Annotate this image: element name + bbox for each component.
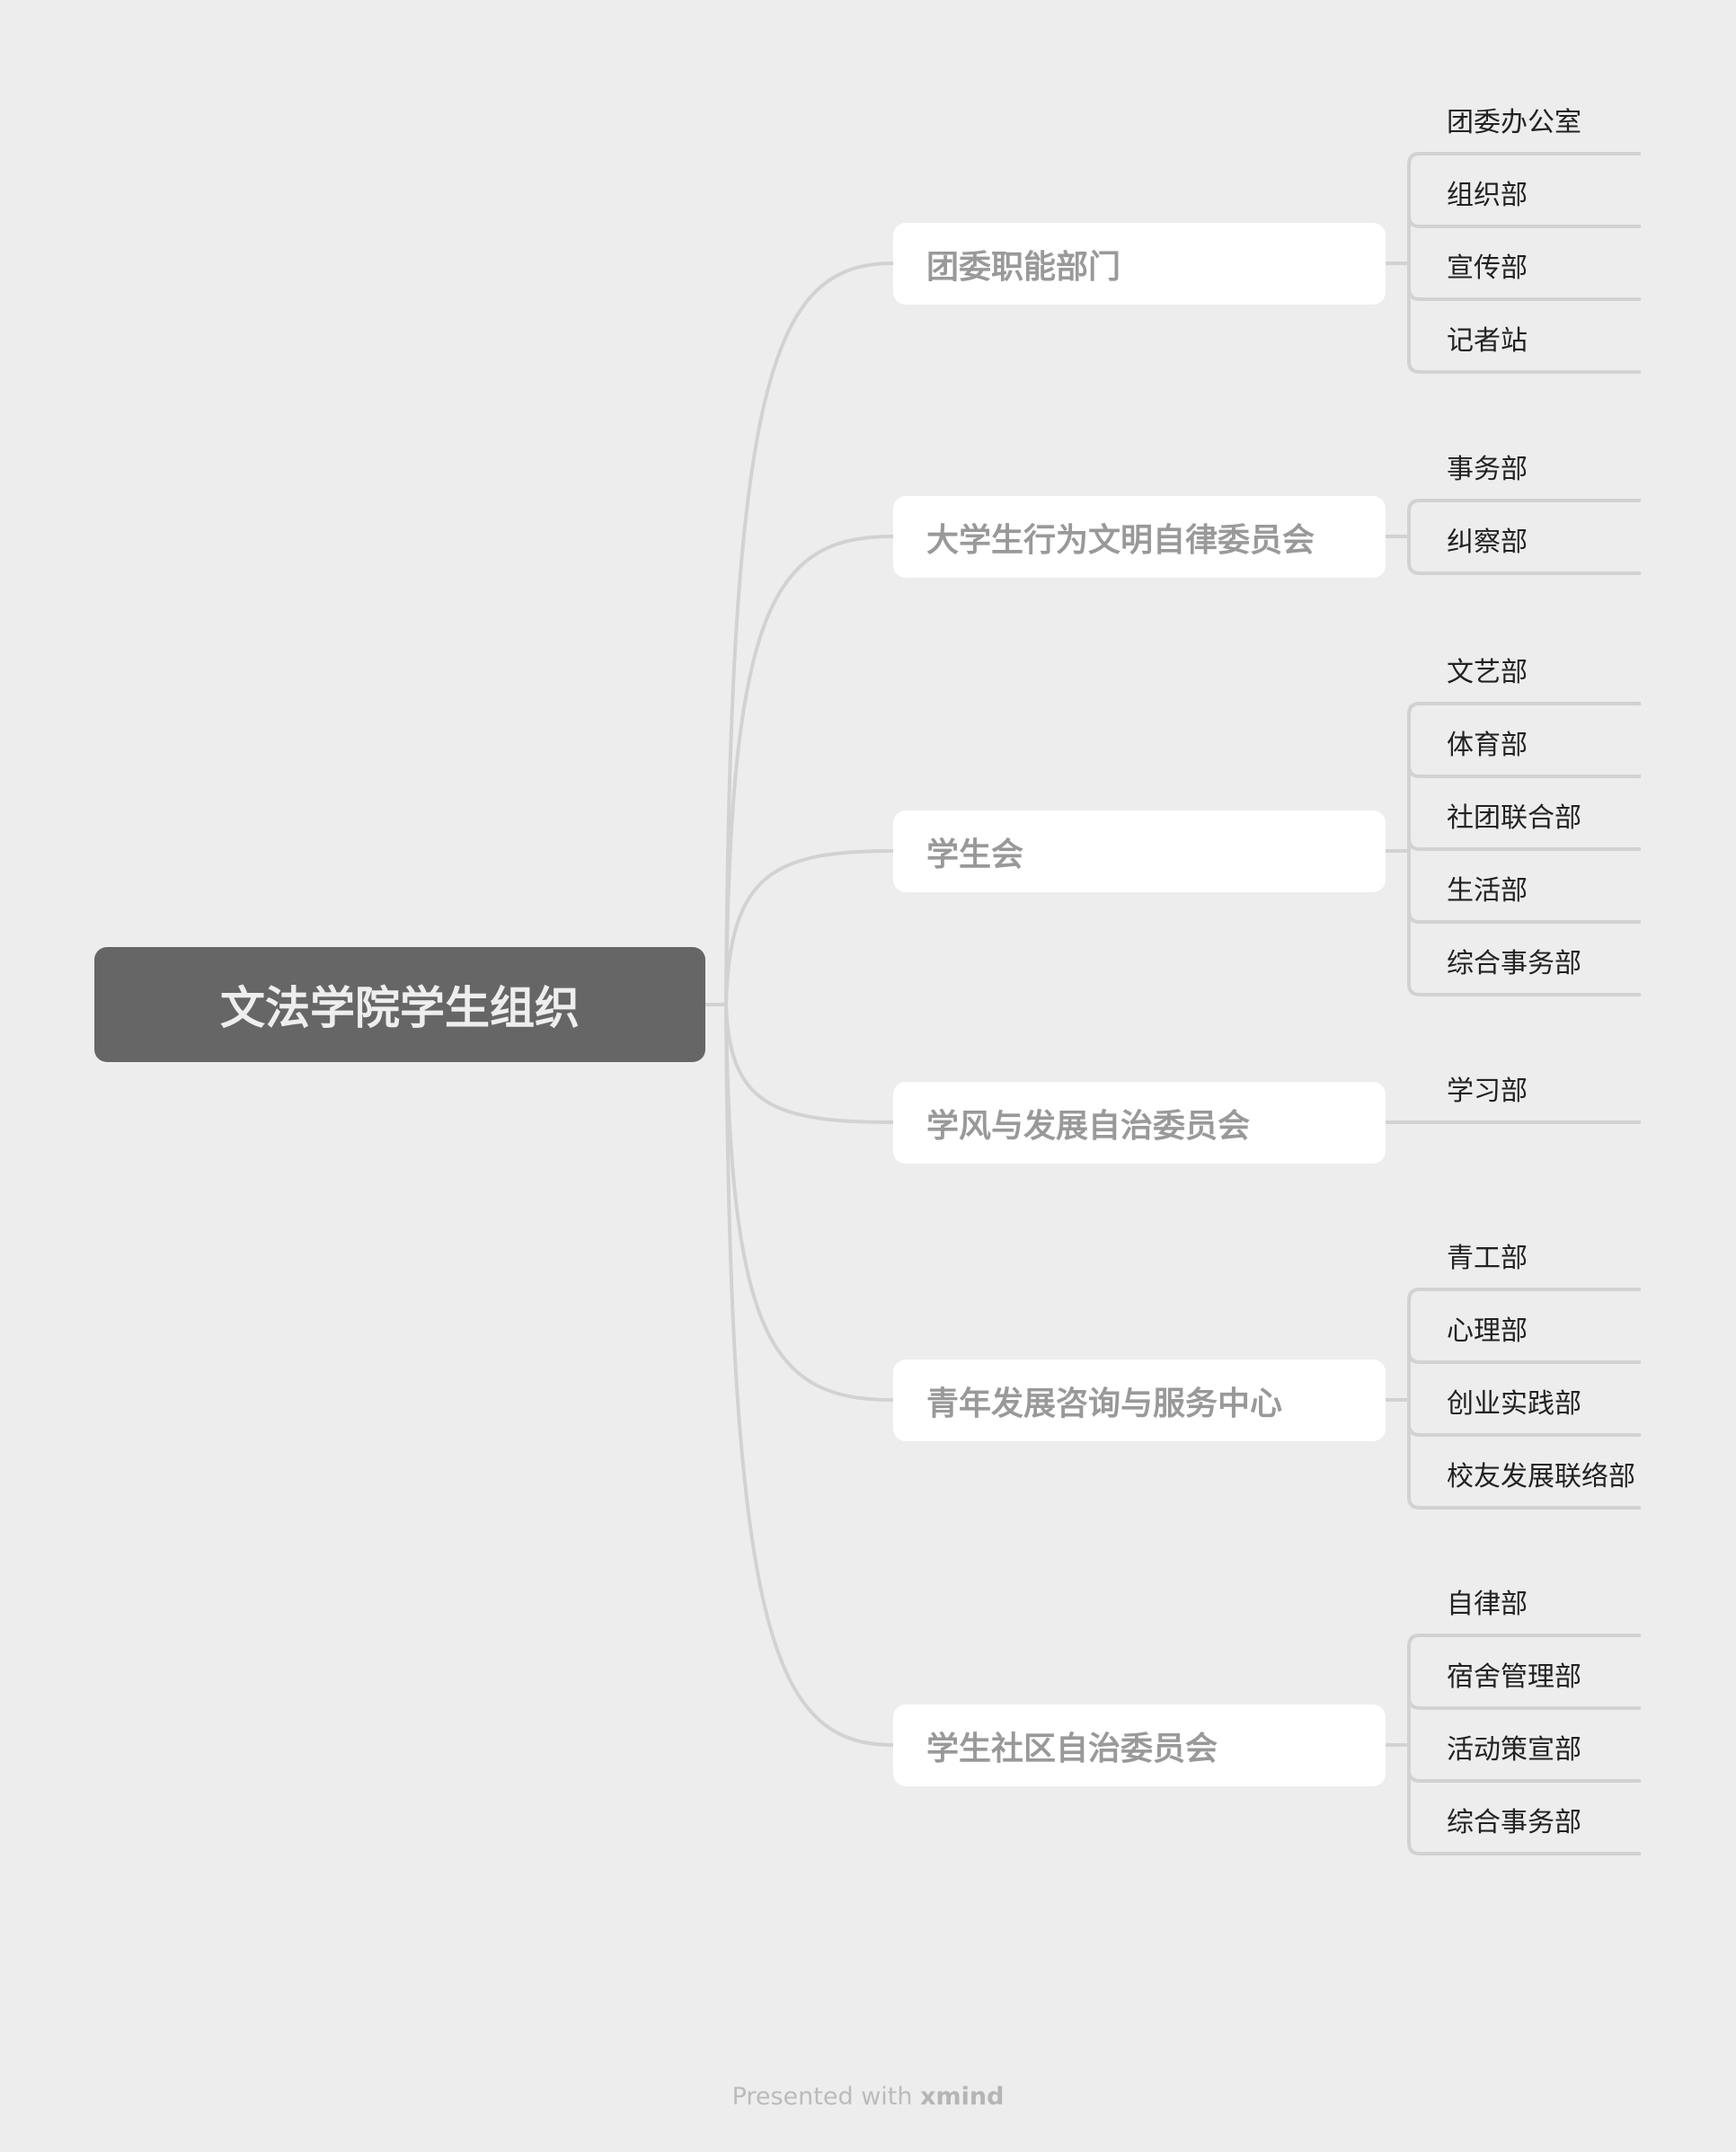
subtopic-node[interactable]: 纠察部	[1447, 527, 1528, 558]
root-topic[interactable]: 文法学院学生组织	[94, 947, 705, 1062]
subtopic-node[interactable]: 自律部	[1447, 1589, 1528, 1620]
subtopic-node[interactable]: 心理部	[1447, 1315, 1528, 1347]
topic-node[interactable]: 大学生行为文明自律委员会	[893, 496, 1386, 578]
topic-node[interactable]: 学生会	[893, 810, 1386, 892]
subtopic-node[interactable]: 宣传部	[1447, 252, 1528, 284]
topic-node[interactable]: 学生社区自治委员会	[893, 1705, 1386, 1786]
branch-curve	[724, 535, 894, 1005]
subtopic-bracket	[1407, 702, 1641, 996]
branch-curve	[724, 261, 894, 1005]
subtopic-underline	[1407, 215, 1641, 228]
footer-brand: xmind	[920, 2083, 1005, 2111]
branch-curve	[724, 849, 894, 1005]
subtopic-node[interactable]: 组织部	[1447, 180, 1528, 211]
subtopic-node[interactable]: 记者站	[1447, 325, 1528, 357]
subtopic-node[interactable]: 综合事务部	[1447, 1807, 1581, 1838]
topic-node[interactable]: 青年发展咨询与服务中心	[893, 1359, 1386, 1441]
subtopic-node[interactable]: 文艺部	[1447, 657, 1528, 688]
subtopic-node[interactable]: 社团联合部	[1447, 802, 1581, 834]
subtopic-node[interactable]: 宿舍管理部	[1447, 1661, 1581, 1693]
branch-curve	[724, 1004, 894, 1124]
subtopic-bracket	[1407, 499, 1641, 575]
subtopic-underline	[1407, 837, 1641, 851]
subtopic-node[interactable]: 团委办公室	[1447, 107, 1581, 138]
subtopic-underline	[1407, 1351, 1641, 1364]
subtopic-underline	[1407, 1423, 1641, 1437]
branch-curve	[724, 1004, 894, 1402]
subtopic-node[interactable]: 生活部	[1447, 875, 1528, 907]
branch-curve	[724, 1004, 894, 1747]
subtopic-bracket	[1407, 152, 1641, 374]
subtopic-node[interactable]: 校友发展联络部	[1447, 1461, 1635, 1492]
topic-node[interactable]: 团委职能部门	[893, 223, 1386, 305]
subtopic-node[interactable]: 创业实践部	[1447, 1388, 1581, 1420]
footer-prefix: Presented with	[731, 2083, 921, 2111]
subtopic-underline	[1407, 288, 1641, 301]
subtopic-node[interactable]: 活动策宣部	[1447, 1734, 1581, 1766]
subtopic-underline	[1407, 1769, 1641, 1783]
subtopic-node[interactable]: 事务部	[1447, 454, 1528, 485]
subtopic-node[interactable]: 学习部	[1447, 1076, 1528, 1107]
subtopic-node[interactable]: 体育部	[1447, 730, 1528, 761]
subtopic-underline	[1407, 910, 1641, 924]
subtopic-underline	[1407, 1696, 1641, 1710]
subtopic-bracket	[1407, 1288, 1641, 1510]
subtopic-node[interactable]: 青工部	[1447, 1243, 1528, 1274]
subtopic-node[interactable]: 综合事务部	[1447, 948, 1581, 979]
footer-credit: Presented with xmind	[0, 2083, 1736, 2111]
topic-node[interactable]: 学风与发展自治委员会	[893, 1082, 1386, 1164]
subtopic-bracket	[1407, 1634, 1641, 1855]
subtopic-underline	[1407, 765, 1641, 778]
